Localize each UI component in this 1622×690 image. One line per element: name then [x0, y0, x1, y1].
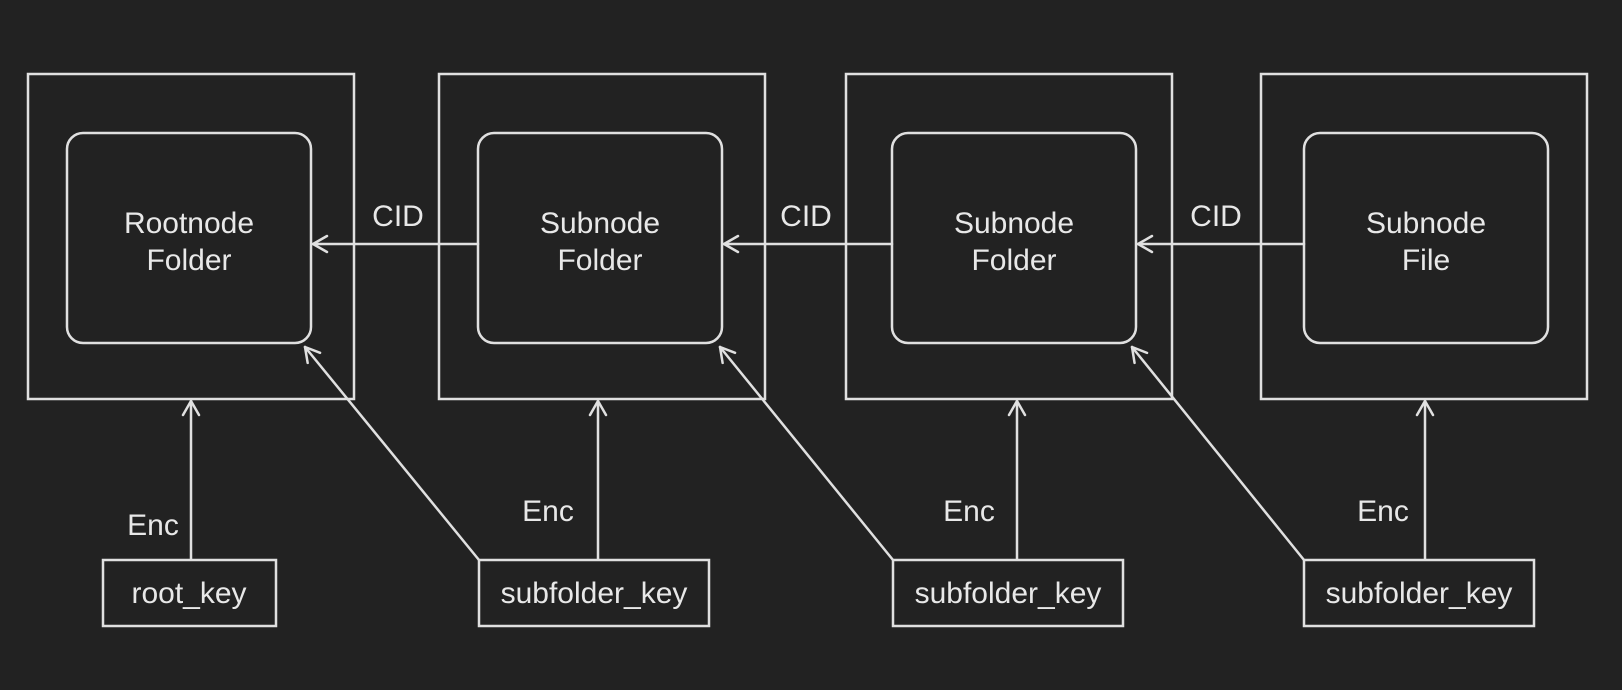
cid-label-1: CID: [780, 200, 832, 233]
node-3-type: File: [1402, 244, 1450, 277]
node-0-inner-box: [65, 131, 313, 345]
enc-label-0: Enc: [127, 509, 179, 542]
key-box-1: subfolder_key: [477, 558, 711, 628]
node-0: Rootnode Folder: [26, 72, 356, 401]
node-2: Subnode Folder: [844, 72, 1174, 401]
cid-link-2: CID: [1136, 200, 1306, 254]
key-box-3-frame: [1302, 558, 1536, 628]
enc-link-1: Enc: [522, 399, 608, 562]
node-2-type: Folder: [971, 244, 1056, 277]
node-0-type: Folder: [146, 244, 231, 277]
key-to-parent-arrow-2: [1130, 345, 1306, 562]
key-box-0-label: root_key: [131, 577, 246, 610]
node-2-inner-box: [890, 131, 1138, 345]
key-box-0-frame: [101, 558, 278, 628]
key-box-2-frame: [891, 558, 1125, 628]
node-2-outer-box: [844, 72, 1174, 401]
key-box-1-frame: [477, 558, 711, 628]
enc-label-2: Enc: [943, 495, 995, 528]
enc-link-2: Enc: [943, 399, 1027, 562]
key-box-2-label: subfolder_key: [915, 577, 1102, 610]
node-2-title: Subnode: [954, 207, 1074, 240]
key-box-0: root_key: [101, 558, 278, 628]
node-1: Subnode Folder: [437, 72, 767, 401]
node-0-outer-box: [26, 72, 356, 401]
cid-link-0: CID: [311, 200, 480, 254]
node-3-title: Subnode: [1366, 207, 1486, 240]
key-to-parent-arrow-1: [718, 345, 895, 562]
key-to-parent-arrow-0: [303, 345, 481, 562]
node-3: Subnode File: [1259, 72, 1589, 401]
node-1-outer-box: [437, 72, 767, 401]
key-box-1-label: subfolder_key: [501, 577, 688, 610]
node-1-inner-box: [476, 131, 724, 345]
enc-link-0: Enc: [127, 399, 201, 562]
node-1-title: Subnode: [540, 207, 660, 240]
enc-link-3: Enc: [1357, 399, 1435, 562]
cid-label-0: CID: [372, 200, 424, 233]
cid-label-2: CID: [1190, 200, 1242, 233]
node-0-title: Rootnode: [124, 207, 254, 240]
enc-label-1: Enc: [522, 495, 574, 528]
key-box-3-label: subfolder_key: [1326, 577, 1513, 610]
key-box-3: subfolder_key: [1302, 558, 1536, 628]
cid-link-1: CID: [722, 200, 894, 254]
key-box-2: subfolder_key: [891, 558, 1125, 628]
node-1-type: Folder: [557, 244, 642, 277]
enc-label-3: Enc: [1357, 495, 1409, 528]
node-3-outer-box: [1259, 72, 1589, 401]
node-3-inner-box: [1302, 131, 1550, 345]
